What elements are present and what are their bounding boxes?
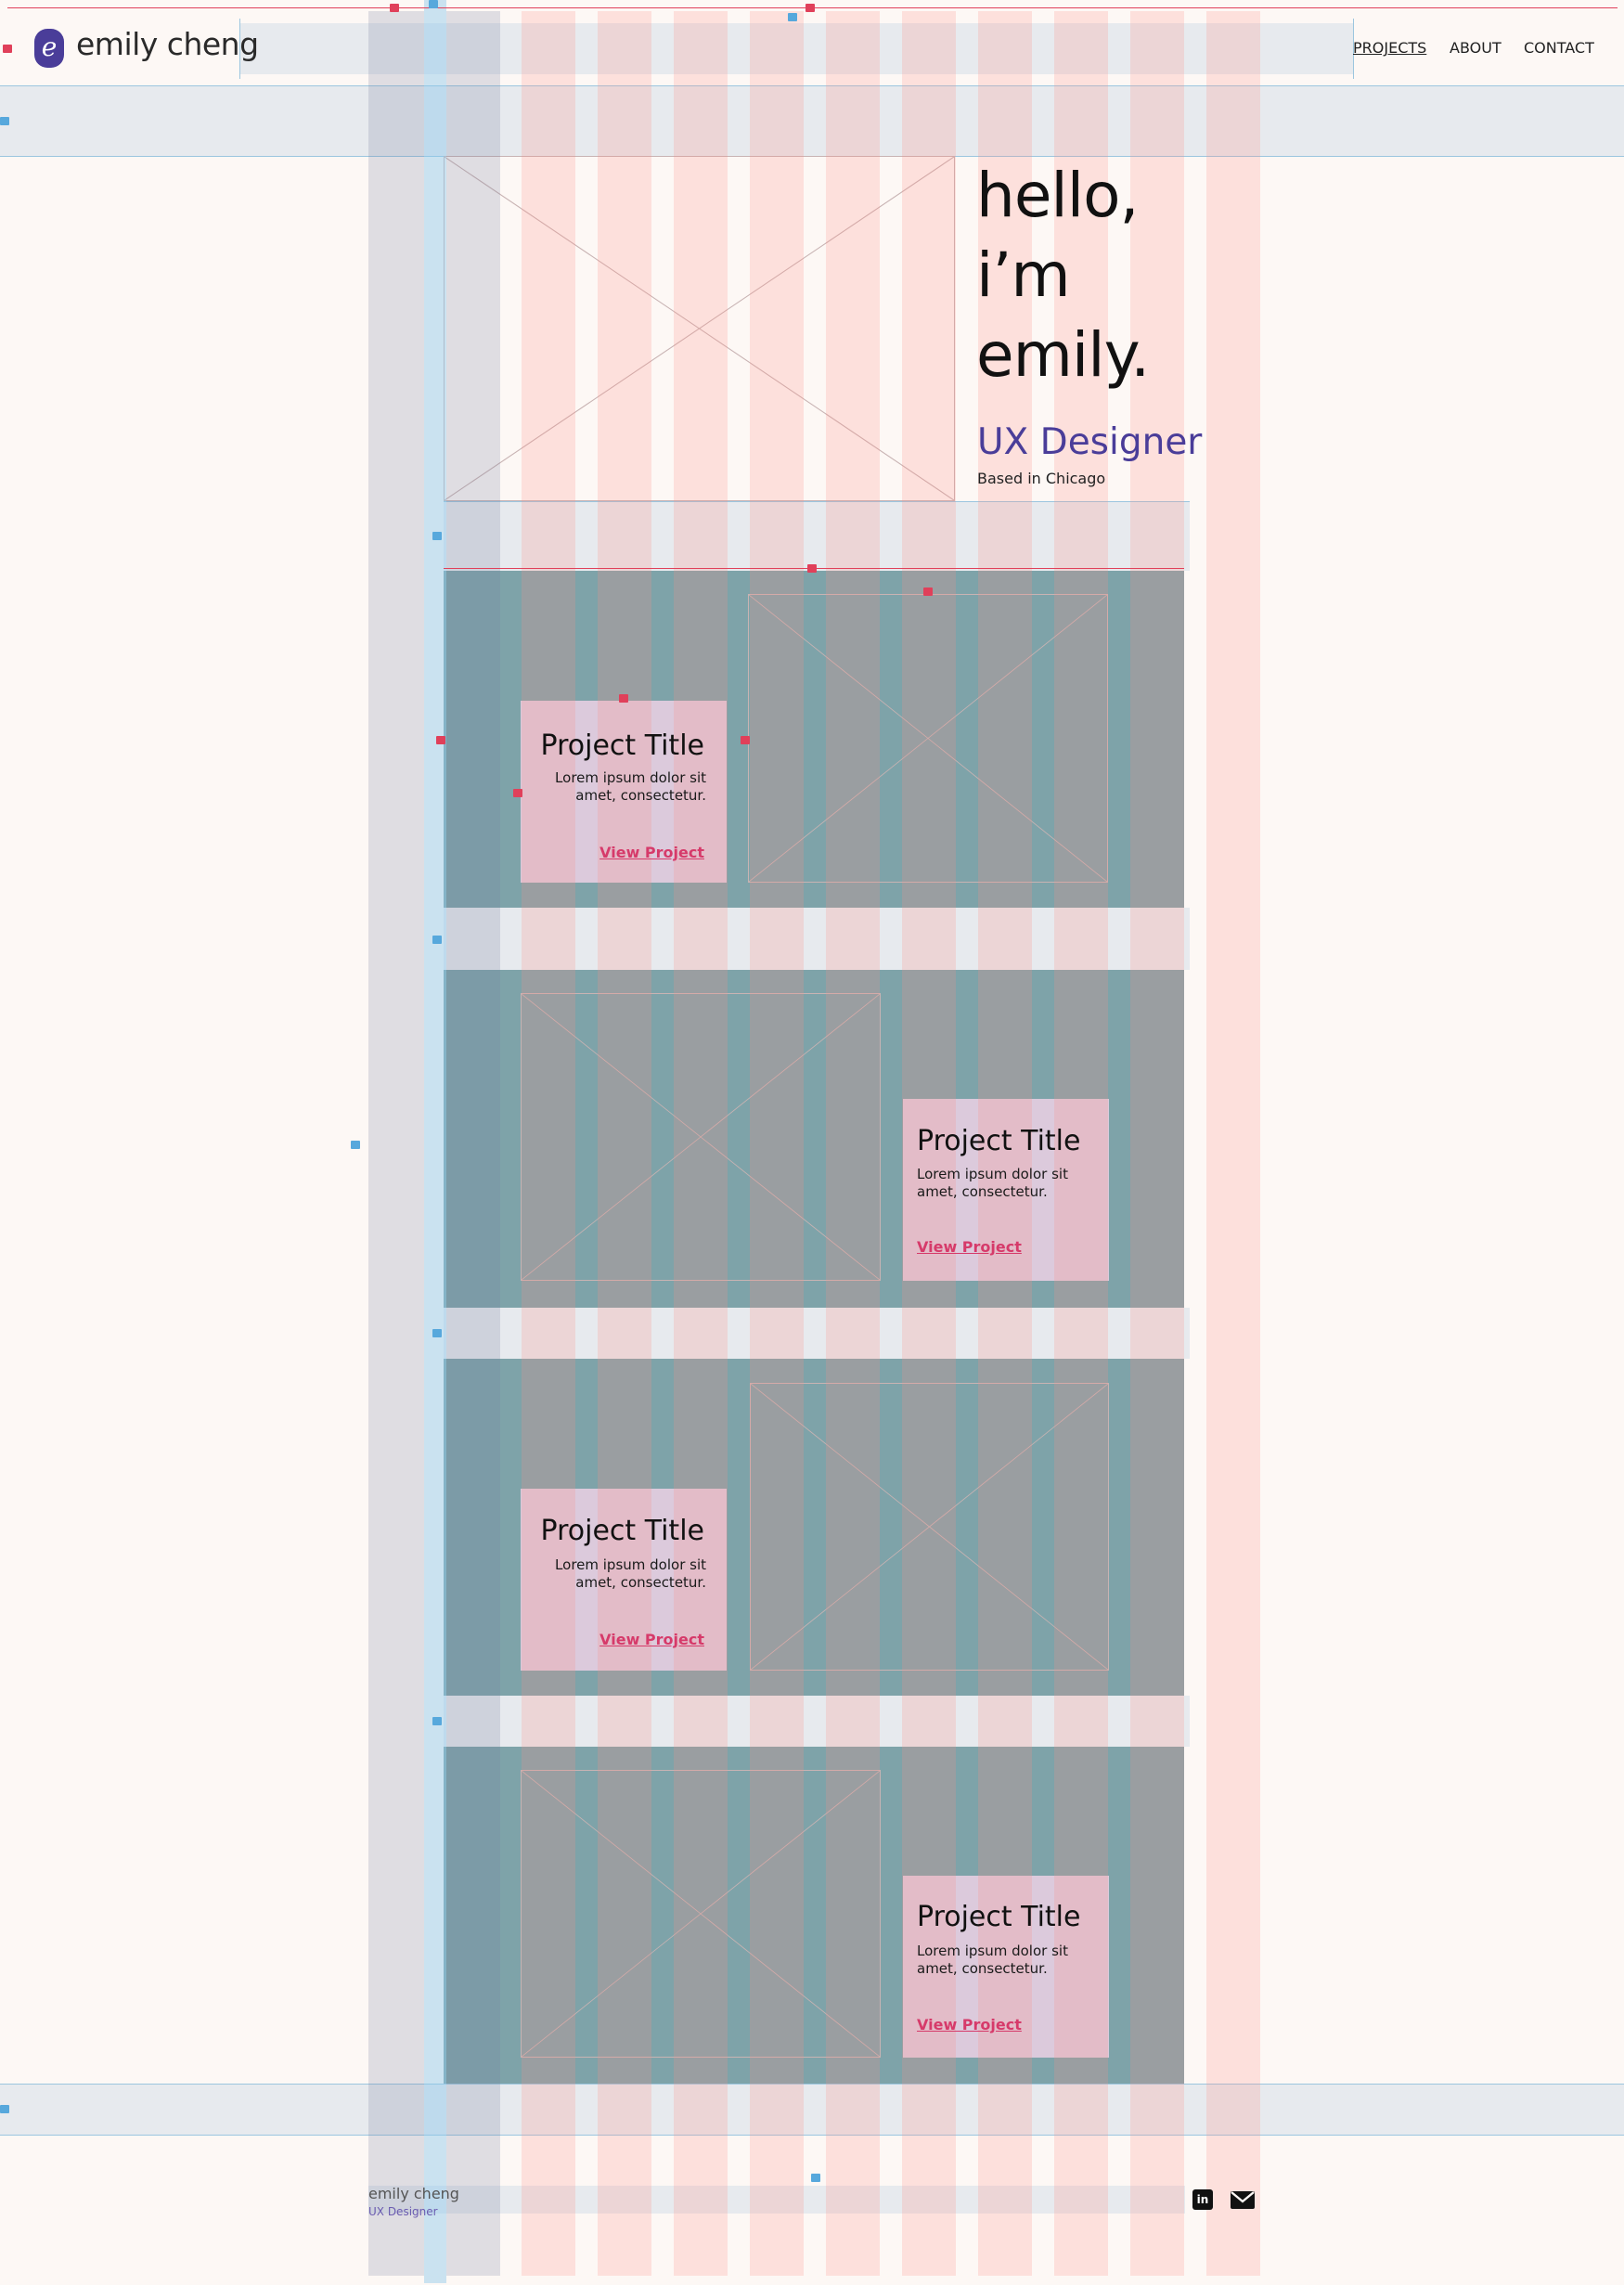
project-description-line: amet, consectetur.: [575, 787, 706, 804]
grid-band-spacer-4: [444, 1696, 1190, 1747]
measure-tag: [351, 1141, 360, 1149]
project-description-line: Lorem ipsum dolor sit: [917, 1943, 1068, 1959]
measure-tag: [3, 45, 12, 53]
grid-gutter-column: [424, 0, 446, 2283]
project-description-line: Lorem ipsum dolor sit: [555, 1556, 706, 1573]
mail-icon[interactable]: [1231, 2191, 1255, 2209]
measure-tag: [811, 2174, 820, 2182]
brand-name[interactable]: emily cheng: [76, 26, 259, 62]
grid-rule: [444, 501, 1190, 502]
measure-tag: [619, 694, 628, 703]
grid-rule: [0, 2135, 1624, 2136]
grid-column: [522, 11, 575, 2276]
project-description-line: amet, consectetur.: [575, 1574, 706, 1591]
measure-tag: [741, 736, 750, 744]
grid-band-footer-text: [368, 2186, 1185, 2214]
project-card-4: [903, 1876, 1109, 2058]
project-description-line: amet, consectetur.: [917, 1960, 1048, 1977]
measure-tag: [923, 587, 933, 596]
measure-tag: [390, 4, 399, 12]
logo-icon[interactable]: e: [34, 29, 64, 68]
grid-band-nav: [239, 23, 1353, 74]
grid-band-spacer-2: [444, 908, 1190, 970]
project-title: Project Title: [540, 1515, 704, 1547]
project-title: Project Title: [540, 729, 704, 762]
project-card-1: [521, 701, 727, 883]
grid-band-spacer-3: [444, 1308, 1190, 1359]
project-image-placeholder: [750, 1383, 1109, 1671]
measure-tag: [429, 0, 438, 8]
hero-location: Based in Chicago: [977, 470, 1106, 487]
hero-image-placeholder: [444, 156, 955, 501]
project-image-placeholder: [521, 993, 881, 1281]
project-description-line: Lorem ipsum dolor sit: [555, 769, 706, 786]
project-title: Project Title: [917, 1901, 1081, 1933]
nav-projects[interactable]: PROJECTS: [1353, 39, 1427, 57]
nav-about[interactable]: ABOUT: [1450, 39, 1502, 57]
grid-column: [1206, 11, 1260, 2276]
grid-column: [1130, 11, 1184, 2276]
project-image-placeholder: [521, 1770, 881, 2058]
grid-column: [1054, 11, 1108, 2276]
hero-greeting-line-1: hello,: [976, 160, 1139, 231]
measure-tag: [513, 789, 522, 797]
view-project-link[interactable]: View Project: [599, 844, 704, 861]
measure-tag: [806, 4, 815, 12]
measure-tag: [807, 564, 817, 573]
measure-tag: [0, 2105, 9, 2113]
grid-rule: [239, 19, 240, 79]
grid-band-spacer-1: [444, 501, 1190, 571]
grid-rule: [1353, 19, 1354, 79]
measure-tag: [432, 532, 442, 540]
linkedin-icon[interactable]: in: [1192, 2189, 1213, 2210]
grid-column: [902, 11, 956, 2276]
measure-tag: [436, 736, 445, 744]
project-description-line: Lorem ipsum dolor sit: [917, 1166, 1068, 1182]
grid-column: [826, 11, 880, 2276]
hero-greeting-line-3: emily.: [976, 319, 1150, 391]
hero-greeting-line-2: i’m: [976, 239, 1071, 311]
measure-tag: [432, 1329, 442, 1337]
grid-band-footer-spacer: [0, 2084, 1624, 2135]
project-title: Project Title: [917, 1125, 1081, 1157]
view-project-link[interactable]: View Project: [917, 2016, 1022, 2033]
measure-tag: [788, 13, 797, 21]
grid-column: [978, 11, 1032, 2276]
measure-tag: [432, 1717, 442, 1725]
footer-name: emily cheng: [368, 2185, 459, 2202]
view-project-link[interactable]: View Project: [917, 1238, 1022, 1256]
grid-rule: [0, 85, 1624, 86]
grid-column: [598, 11, 651, 2276]
grid-margin-column: [446, 11, 500, 2276]
project-card-3: [521, 1489, 727, 1671]
project-description-line: amet, consectetur.: [917, 1183, 1048, 1200]
measure-tag: [0, 117, 9, 125]
grid-rule: [0, 2084, 1624, 2085]
view-project-link[interactable]: View Project: [599, 1631, 704, 1648]
project-card-2: [903, 1099, 1109, 1281]
grid-column: [750, 11, 804, 2276]
grid-band-header-spacer: [0, 86, 1624, 156]
nav-contact[interactable]: CONTACT: [1524, 39, 1594, 57]
grid-column: [674, 11, 728, 2276]
hero-role: UX Designer: [977, 421, 1203, 463]
footer-role: UX Designer: [368, 2205, 438, 2218]
measure-tag: [432, 936, 442, 944]
grid-margin-column: [368, 11, 424, 2276]
